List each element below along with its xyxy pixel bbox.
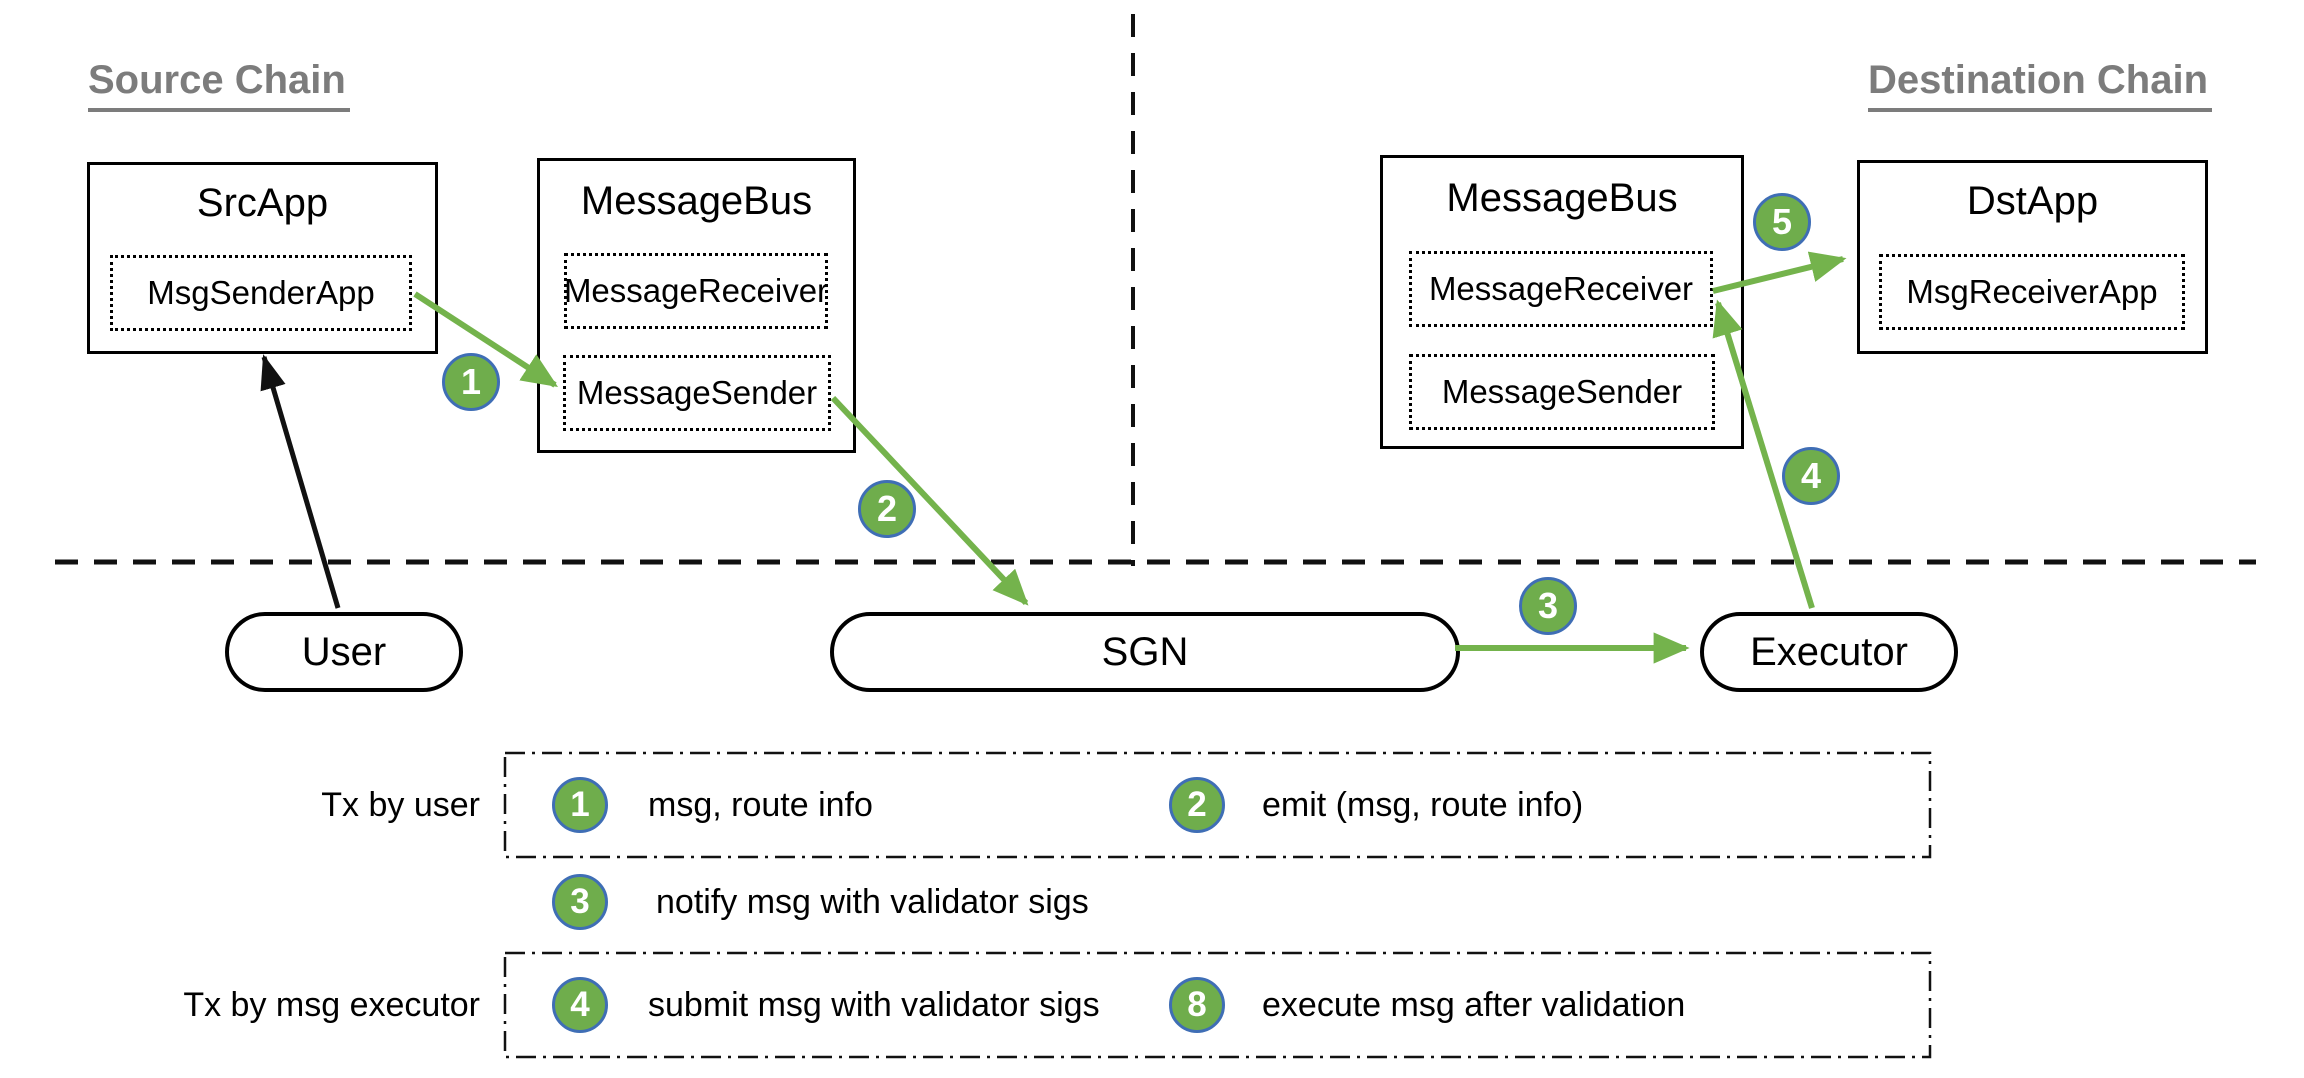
step-badge-4: 4 xyxy=(1782,447,1840,505)
step-badge-1: 1 xyxy=(442,353,500,411)
message-receiver-left-box: MessageReceiver xyxy=(564,253,828,329)
srcapp-box: SrcApp MsgSenderApp xyxy=(87,162,438,354)
legend-badge-3: 3 xyxy=(552,874,608,930)
legend-badge-8: 8 xyxy=(1169,977,1225,1033)
legend-text-8: execute msg after validation xyxy=(1262,986,1686,1024)
messagebus-left-title: MessageBus xyxy=(580,179,813,223)
dstapp-box: DstApp MsgReceiverApp xyxy=(1857,160,2208,354)
msgsenderapp-box: MsgSenderApp xyxy=(110,255,412,331)
message-receiver-right-box: MessageReceiver xyxy=(1409,251,1713,327)
user-node: User xyxy=(225,612,463,692)
messagebus-right-box: MessageBus MessageReceiver MessageSender xyxy=(1380,155,1744,449)
legend-text-4: submit msg with validator sigs xyxy=(648,986,1100,1024)
executor-node: Executor xyxy=(1700,612,1958,692)
legend-label-tx-by-user: Tx by user xyxy=(321,786,480,824)
sgn-node: SGN xyxy=(830,612,1460,692)
dstapp-title: DstApp xyxy=(1966,179,2099,223)
message-sender-left-box: MessageSender xyxy=(563,355,831,431)
step-badge-2: 2 xyxy=(858,480,916,538)
messagebus-right-title: MessageBus xyxy=(1446,176,1678,220)
messagebus-left-box: MessageBus MessageReceiver MessageSender xyxy=(537,158,856,453)
msgreceiverapp-box: MsgReceiverApp xyxy=(1879,254,2185,330)
legend-text-3: notify msg with validator sigs xyxy=(656,883,1089,921)
legend-text-1: msg, route info xyxy=(648,786,873,824)
destination-chain-heading: Destination Chain xyxy=(1868,58,2213,112)
srcapp-title: SrcApp xyxy=(196,181,329,225)
step-badge-5: 5 xyxy=(1753,193,1811,251)
arrow-user-to-srcapp xyxy=(260,354,341,609)
message-sender-right-box: MessageSender xyxy=(1409,354,1715,430)
step-badge-3: 3 xyxy=(1519,577,1577,635)
legend-badge-1: 1 xyxy=(552,777,608,833)
source-chain-heading: Source Chain xyxy=(88,58,350,112)
legend-label-tx-by-msg-executor: Tx by msg executor xyxy=(183,986,480,1024)
legend-text-2: emit (msg, route info) xyxy=(1262,786,1584,824)
legend-badge-2: 2 xyxy=(1169,777,1225,833)
legend-badge-4: 4 xyxy=(552,977,608,1033)
